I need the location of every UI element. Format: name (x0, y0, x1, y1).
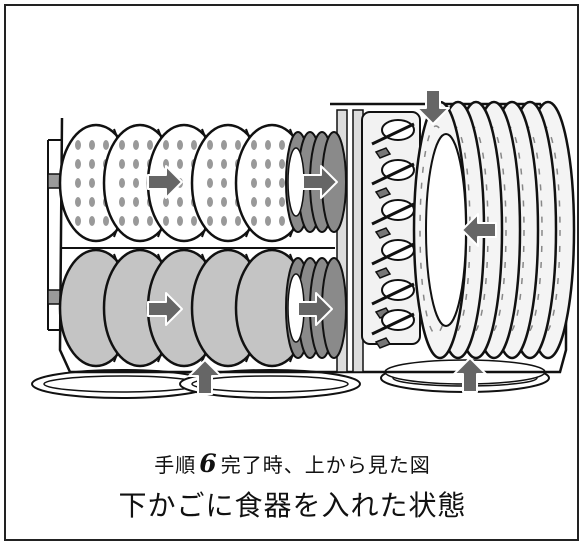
bowl-pattern-dot (207, 197, 213, 207)
fork-tines (374, 227, 392, 239)
arrow-right (297, 292, 333, 326)
bowl-pattern-dot (265, 140, 271, 150)
bowl-pattern-dot (251, 178, 257, 188)
bowl-pattern-dot (221, 216, 227, 226)
utensil-handle (371, 282, 415, 306)
bowl-pattern-dot (119, 140, 125, 150)
bowl-pattern-dot (265, 178, 271, 188)
utensil-handle (371, 312, 415, 336)
fork-tines (374, 187, 392, 199)
bowl-pattern-dot (235, 140, 241, 150)
bowl-pattern-dot (75, 178, 81, 188)
bowl-pattern-dot (147, 216, 153, 226)
placement-arrows (147, 89, 497, 395)
arrow-up (453, 357, 487, 393)
step-number: 6 (199, 449, 218, 478)
bowl-pattern-dot (133, 140, 139, 150)
bowl-pattern-dot (103, 216, 109, 226)
bowl-pattern-dot (177, 140, 183, 150)
bowl-pattern-dot (75, 159, 81, 169)
bowl-pattern-dot (75, 197, 81, 207)
bowl-pattern-dot (133, 216, 139, 226)
bowl-pattern-dot (279, 216, 285, 226)
saucer-center (287, 147, 305, 217)
fork-tines (374, 267, 392, 279)
bowl-pattern-dot (279, 178, 285, 188)
bowl-pattern-dot (177, 159, 183, 169)
bowl-pattern-dot (163, 216, 169, 226)
bowl-pattern-dot (163, 140, 169, 150)
bowl-pattern-dot (89, 178, 95, 188)
bowl-pattern-dot (147, 140, 153, 150)
fork-tines (374, 337, 392, 349)
bowl-pattern-dot (251, 140, 257, 150)
flat-plate-rim (191, 375, 349, 393)
bowl-pattern-dot (207, 140, 213, 150)
bowl-pattern-dot (89, 197, 95, 207)
bowl-pattern-dot (89, 159, 95, 169)
arrow-left (461, 213, 497, 247)
bowl-pattern-dot (119, 159, 125, 169)
bowl-pattern-dot (207, 178, 213, 188)
bowl-pattern-dot (119, 197, 125, 207)
dinner-plate-front-center (425, 133, 467, 327)
bowl-pattern-dot (221, 178, 227, 188)
arrow-right (147, 292, 183, 326)
bowl-pattern-dot (177, 197, 183, 207)
bowl-pattern-dot (89, 140, 95, 150)
utensil-handle (371, 202, 415, 226)
bowl-pattern-dot (133, 197, 139, 207)
bowl-pattern-dot (133, 178, 139, 188)
utensil-handle (371, 162, 415, 186)
utensil-handle (371, 242, 415, 266)
utensil-handle (371, 122, 415, 146)
bowl-pattern-dot (103, 140, 109, 150)
bowl-pattern-dot (279, 140, 285, 150)
cutlery-basket (361, 111, 421, 349)
bowl-pattern-dot (279, 197, 285, 207)
arrow-right (147, 165, 183, 199)
bowl-pattern-dot (251, 197, 257, 207)
bowl-pattern-dot (207, 159, 213, 169)
cutlery-holder (361, 111, 421, 345)
bowl-pattern-dot (89, 216, 95, 226)
bowl-pattern-dot (177, 216, 183, 226)
dish-rack-illustration (31, 89, 576, 399)
bowl-pattern-dot (75, 140, 81, 150)
bowl-pattern-dot (251, 216, 257, 226)
basket-clip (47, 173, 61, 189)
bowl-row-bottom (58, 248, 310, 368)
bowl-pattern-dot (265, 197, 271, 207)
bowl-pattern-dot (163, 197, 169, 207)
bowl-pattern-dot (279, 159, 285, 169)
basket-rail (336, 109, 348, 373)
arrow-right (302, 165, 338, 199)
caption-step-suffix: 完了時、上から見た図 (220, 453, 431, 477)
bowl-pattern-dot (207, 216, 213, 226)
bowl-pattern-dot (235, 216, 241, 226)
bowl-pattern-dot (119, 216, 125, 226)
caption-title: 下かごに食器を入れた状態 (118, 489, 467, 522)
fork-tines (374, 147, 392, 159)
arrow-up (188, 359, 222, 395)
bowl-pattern-dot (191, 140, 197, 150)
bowl-pattern-dot (221, 140, 227, 150)
bowl-pattern-dot (133, 159, 139, 169)
bowl-pattern-dot (251, 159, 257, 169)
bowl-pattern-dot (191, 216, 197, 226)
bowl-pattern-dot (119, 178, 125, 188)
bowl-pattern-dot (265, 159, 271, 169)
caption-step-prefix: 手順 (154, 453, 197, 477)
bowl-pattern-dot (265, 216, 271, 226)
arrow-down (416, 89, 450, 125)
bowl-pattern-dot (221, 197, 227, 207)
bowl-row-top (58, 123, 310, 243)
bowl-pattern-dot (221, 159, 227, 169)
basket-clip (47, 289, 61, 305)
bowl-pattern-dot (75, 216, 81, 226)
